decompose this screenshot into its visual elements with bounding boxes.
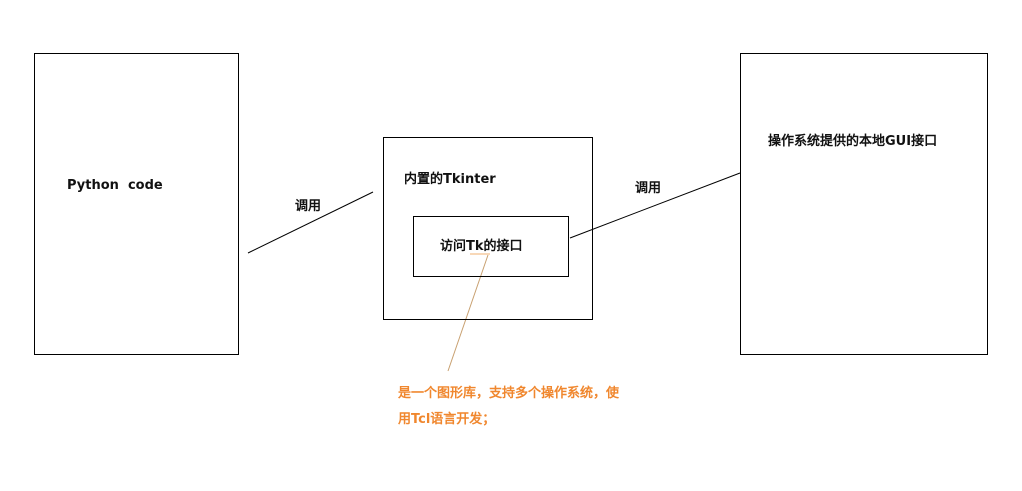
annotation-line-1: 是一个图形库，支持多个操作系统，使	[398, 386, 620, 401]
call-label-right: 调用	[635, 181, 662, 196]
tk-interface-label: 访问Tk的接口	[440, 239, 523, 254]
python-code-box	[34, 53, 239, 355]
annotation-line-2: 用Tcl语言开发；	[398, 412, 496, 427]
os-gui-label: 操作系统提供的本地GUI接口	[768, 134, 938, 149]
tkinter-label: 内置的Tkinter	[404, 172, 496, 187]
call-label-left: 调用	[295, 199, 322, 214]
python-code-label: Python code	[67, 178, 163, 193]
call-edge-left	[247, 191, 374, 254]
tkinter-box	[383, 137, 593, 320]
tk-interface-box	[413, 216, 569, 277]
os-gui-box	[740, 53, 988, 355]
call-edge-right	[569, 172, 741, 239]
annotation-pointer	[447, 254, 489, 372]
